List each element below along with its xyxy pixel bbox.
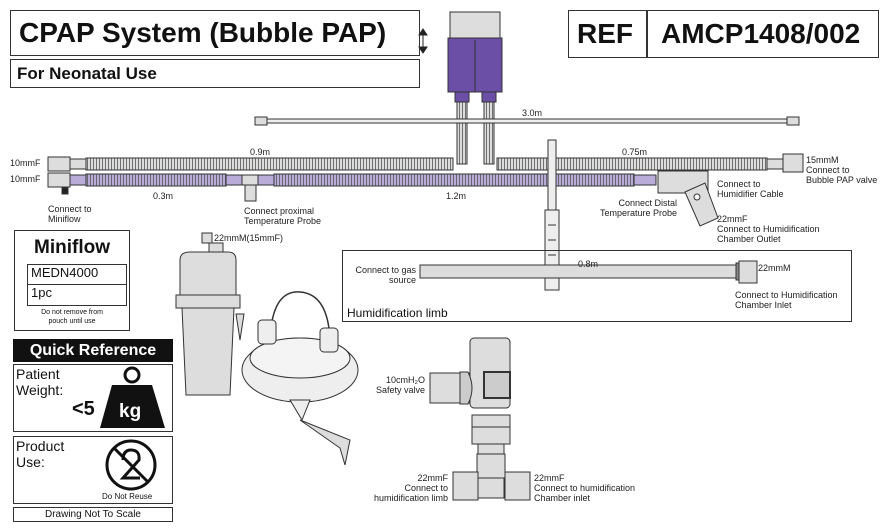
do-not-reuse-text: Do Not Reuse [102, 492, 153, 501]
page-title: CPAP System (Bubble PAP) [19, 17, 387, 48]
up-down-arrow-icon [418, 28, 428, 54]
length-0.75m: 0.75m [622, 147, 648, 157]
prong-tube-right [483, 101, 495, 165]
prong-tube-left [456, 101, 468, 165]
miniflow-title: Miniflow [34, 237, 110, 258]
title-box: CPAP System (Bubble PAP) [10, 10, 420, 56]
left-lower-size: 10mmF [10, 174, 41, 184]
miniflow-box: Miniflow MEDN4000 1pc Do not remove from… [14, 230, 130, 331]
subtitle: For Neonatal Use [17, 64, 157, 83]
length-0.3m: 0.3m [153, 191, 174, 201]
bubble-pap-valve [429, 337, 531, 501]
tube-3m [254, 116, 800, 126]
nasal-prongs [447, 11, 503, 103]
ref-box: REF AMCP1408/002 [568, 10, 879, 58]
lower-tube [47, 170, 719, 227]
humidification-limb-box: Humidification limb [342, 250, 852, 322]
humidification-limb-title: Humidification limb [347, 306, 448, 320]
ref-label: REF [577, 18, 633, 49]
humidifier-chamber-lid [241, 291, 359, 466]
length-1.2m: 1.2m [446, 191, 467, 201]
weight-value: <5 [72, 398, 95, 420]
miniflow-qty: 1pc [31, 285, 52, 300]
length-3m: 3.0m [522, 108, 543, 118]
do-not-reuse-icon [105, 439, 157, 491]
drawing-not-to-scale: Drawing Not To Scale [13, 507, 173, 522]
humidifier-chamber-bottle [175, 232, 245, 396]
weight-icon [100, 366, 165, 428]
weight-unit: kg [119, 401, 142, 422]
left-upper-size: 10mmF [10, 158, 41, 168]
humidification-tube [419, 260, 758, 284]
upper-tube [47, 153, 804, 173]
ref-divider [646, 11, 648, 57]
miniflow-code-table: MEDN4000 1pc [27, 264, 127, 306]
length-0.8m: 0.8m [578, 259, 599, 269]
length-0.9m: 0.9m [250, 147, 271, 157]
humid-end-size: 22mmM [758, 263, 791, 273]
ref-code: AMCP1408/002 [661, 18, 861, 49]
chamber-port-label: 22mmM(15mmF) [214, 233, 283, 243]
quick-reference-title: Quick Reference [13, 339, 173, 362]
miniflow-code: MEDN4000 [28, 265, 126, 285]
subtitle-box: For Neonatal Use [10, 59, 420, 88]
